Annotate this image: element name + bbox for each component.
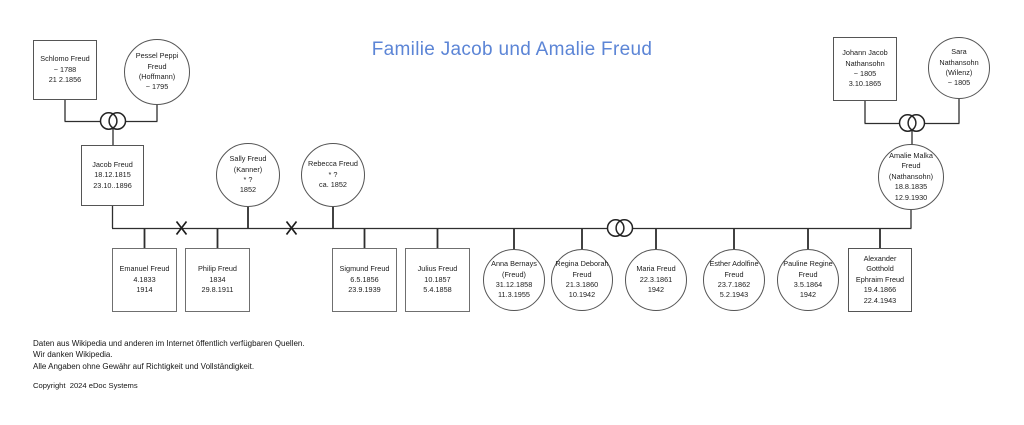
- person-sigmund-freud[interactable]: Sigmund Freud 6.5.1856 23.9.1939: [332, 248, 397, 312]
- person-maria-freud[interactable]: Maria Freud 22.3.1861 1942: [625, 249, 687, 311]
- person-regina-deborah-freud[interactable]: Regina Deborah Freud 21.3.1860 10.1942: [551, 249, 613, 311]
- person-anna-bernays[interactable]: Anna Bernays (Freud) 31.12.1858 11.3.195…: [483, 249, 545, 311]
- marriage-rings-icon-jacob-amalie: [606, 219, 634, 237]
- person-schlomo-freud[interactable]: Schlomo Freud ~ 1788 21 2.1856: [33, 40, 97, 100]
- source-note: Daten aus Wikipedia und anderen im Inter…: [33, 338, 305, 372]
- source-note-line-2: Wir danken Wikipedia.: [33, 350, 113, 360]
- person-esther-adolfine-freud[interactable]: Esther Adolfine Freud 23.7.1862 5.2.1943: [703, 249, 765, 311]
- child-and-spouse-drop-lines: [143, 207, 881, 249]
- union-ended-x-mark-icon-rebecca: [285, 220, 298, 236]
- copyright-notice: Copyright 2024 eDoc Systems: [33, 381, 138, 390]
- marriage-rings-icon-schlomo-pessel: [99, 112, 127, 130]
- person-pessel-peppi-freud[interactable]: Pessel Peppi Freud (Hoffmann) ~ 1795: [124, 39, 190, 105]
- person-sally-freud[interactable]: Sally Freud (Kanner) * ? 1852: [216, 143, 280, 207]
- person-sara-nathansohn[interactable]: Sara Nathansohn (Wilenz) ~ 1805: [928, 37, 990, 99]
- diagram-title: Familie Jacob und Amalie Freud: [371, 39, 653, 60]
- source-note-line-3: Alle Angaben ohne Gewähr auf Richtigkeit…: [33, 361, 255, 371]
- person-philip-freud[interactable]: Philip Freud 1834 29.8.1911: [185, 248, 250, 312]
- person-jacob-freud[interactable]: Jacob Freud 18.12.1815 23.10..1896: [81, 145, 144, 206]
- marriage-rings-icon-johann-sara: [898, 114, 926, 132]
- person-amalie-malka-freud[interactable]: Amalie Malka Freud (Nathansohn) 18.8.183…: [878, 144, 944, 210]
- family-connector-lines: [64, 99, 960, 230]
- union-ended-x-mark-icon-sally: [175, 220, 188, 236]
- person-rebecca-freud[interactable]: Rebecca Freud * ? ca. 1852: [301, 143, 365, 207]
- source-note-line-1: Daten aus Wikipedia und anderen im Inter…: [33, 339, 305, 348]
- person-julius-freud[interactable]: Julius Freud 10.1857 5.4.1858: [405, 248, 470, 312]
- person-pauline-regine-freud[interactable]: Pauline Regine Freud 3.5.1864 1942: [777, 249, 839, 311]
- person-emanuel-freud[interactable]: Emanuel Freud 4.1833 1914: [112, 248, 177, 312]
- person-alexander-gotthold-ephraim-freud[interactable]: Alexander Gotthold Ephraim Freud 19.4.18…: [848, 248, 912, 312]
- person-johann-jacob-nathansohn[interactable]: Johann Jacob Nathansohn ~ 1805 3.10.1865: [833, 37, 897, 101]
